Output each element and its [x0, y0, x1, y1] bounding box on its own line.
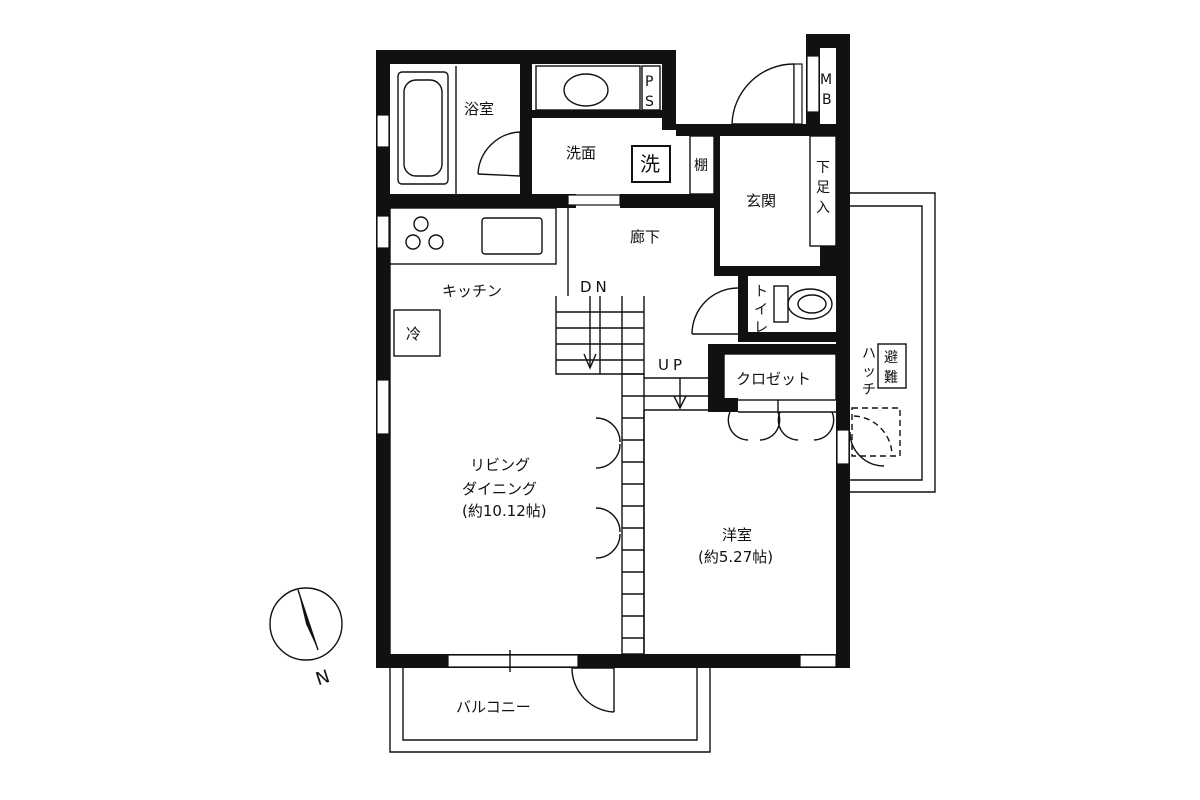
closet-label: クロゼット	[736, 370, 811, 388]
washing-machine-space	[631, 145, 671, 183]
dining-label: ダイニング	[462, 480, 537, 498]
entrance-label: 玄関	[746, 192, 776, 210]
wash-door-opening[interactable]	[567, 194, 621, 206]
shoe-label-1: 下	[816, 160, 830, 176]
pipe-space	[641, 65, 661, 111]
kitchen-counter	[389, 207, 557, 265]
evac-hatch[interactable]	[849, 407, 901, 467]
stair-down-label: DN	[580, 278, 611, 296]
toilet-label-2: イ	[754, 302, 768, 318]
evac-sign-box	[877, 343, 907, 389]
toilet-label-3: レ	[754, 320, 768, 336]
compass-icon	[269, 587, 343, 661]
hatch-label-2: ッ	[862, 364, 876, 380]
bath-label: 浴室	[464, 100, 494, 118]
evac-label-2: 難	[884, 370, 898, 386]
washer-label: 洗	[640, 152, 660, 176]
compass-north-label: N	[313, 666, 332, 690]
fridge-space	[393, 309, 441, 357]
walls	[376, 34, 850, 668]
washroom-label: 洗面	[566, 144, 596, 162]
closet-box	[723, 353, 837, 401]
entrance-porch-outline	[848, 192, 936, 493]
shoe-cabinet	[809, 135, 837, 247]
ps-label-p: P	[645, 74, 653, 90]
hatch-label-1: ハ	[862, 346, 876, 362]
western-room-label: 洋室	[722, 526, 752, 544]
living-size-label: (約10.12帖)	[462, 502, 547, 520]
stair-up-label: UP	[658, 356, 686, 374]
shelf-label: 棚	[694, 158, 708, 174]
windows	[376, 55, 850, 672]
shoe-label-3: 入	[816, 200, 830, 216]
fridge-label: 冷	[406, 325, 421, 343]
shoe-label-2: 足	[816, 180, 830, 196]
western-room-size-label: (約5.27帖)	[698, 548, 773, 566]
mb-label-m: M	[820, 72, 832, 88]
balcony-label: バルコニー	[456, 698, 531, 716]
living-folding-doors[interactable]	[595, 417, 621, 559]
mb-label-b: B	[822, 92, 832, 108]
bathtub	[397, 66, 457, 194]
kitchen-label: キッチン	[442, 282, 502, 300]
balcony-door[interactable]	[571, 667, 615, 713]
hatch-label-3: チ	[862, 382, 876, 398]
corridor-label: 廊下	[630, 228, 660, 246]
toilet-door[interactable]	[691, 287, 739, 335]
staircase	[555, 296, 708, 655]
closet-doors[interactable]	[727, 400, 836, 441]
entrance-door[interactable]	[731, 63, 803, 125]
living-label: リビング	[470, 456, 530, 474]
shelf	[689, 135, 715, 195]
evac-label-1: 避	[884, 350, 898, 366]
wash-basin	[535, 65, 641, 111]
balcony-outline	[389, 667, 711, 753]
bath-door[interactable]	[477, 131, 521, 177]
ps-label-s: S	[645, 94, 654, 110]
toilet-fixture	[773, 285, 833, 323]
toilet-label-1: ト	[754, 284, 768, 300]
